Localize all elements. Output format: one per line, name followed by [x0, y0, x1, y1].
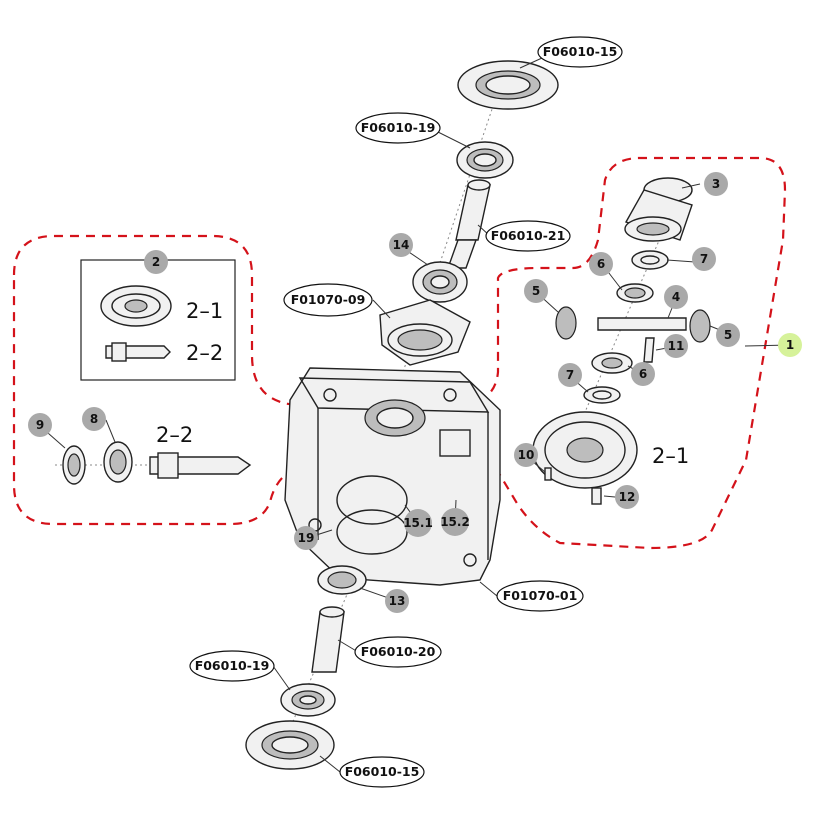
oval-label-f01070-01: F01070-01	[496, 580, 584, 612]
badge-4: 4	[664, 285, 688, 309]
inset-ring-gear	[100, 285, 172, 327]
badge-7-top: 7	[692, 247, 716, 271]
svg-text:5: 5	[532, 284, 540, 298]
side-gear-bottom	[591, 352, 633, 374]
bearing-13	[317, 565, 367, 595]
bearing-14	[412, 261, 468, 303]
svg-text:7: 7	[700, 252, 708, 266]
badge-15-1: 15.1	[403, 509, 433, 537]
badge-19: 19	[294, 526, 318, 550]
oval-label-f06010-15-top: F06010-15	[537, 36, 623, 68]
svg-text:10: 10	[518, 448, 535, 462]
badge-9: 9	[28, 413, 52, 437]
seal-top	[457, 60, 559, 110]
badge-8: 8	[82, 407, 106, 431]
badge-14: 14	[389, 233, 413, 257]
svg-text:F06010-19: F06010-19	[361, 120, 436, 135]
svg-text:9: 9	[36, 418, 44, 432]
bearing-8	[103, 441, 133, 483]
oval-label-f01070-09: F01070-09	[283, 283, 373, 317]
svg-text:F06010-20: F06010-20	[361, 644, 436, 659]
svg-text:15.2: 15.2	[440, 515, 470, 529]
badge-5-left: 5	[524, 279, 548, 303]
pinion-gear-left	[555, 306, 577, 340]
bolt-10	[544, 467, 552, 481]
badge-10: 10	[514, 443, 538, 467]
differential-case	[624, 177, 693, 242]
pinion-gear-right	[689, 309, 711, 343]
badge-11: 11	[664, 334, 688, 358]
gearbox-housing	[284, 367, 501, 586]
svg-text:7: 7	[566, 368, 574, 382]
seal-bottom	[245, 720, 335, 770]
bearing-top	[456, 141, 514, 179]
bearing-bottom	[280, 683, 336, 717]
badge-12: 12	[615, 485, 639, 509]
svg-text:11: 11	[668, 339, 685, 353]
input-shaft-top	[447, 179, 491, 269]
bolt-12	[591, 487, 602, 505]
ring-gear-right	[532, 411, 638, 489]
svg-text:19: 19	[298, 531, 315, 545]
bearing-9	[62, 445, 86, 485]
output-shaft-bottom	[311, 606, 345, 673]
svg-text:13: 13	[389, 594, 406, 608]
svg-text:F06010-15: F06010-15	[345, 764, 420, 779]
svg-text:F01070-09: F01070-09	[291, 292, 366, 307]
label-2-1-right: 2–1	[652, 444, 689, 468]
flange-cover	[379, 299, 471, 366]
svg-text:F01070-01: F01070-01	[503, 588, 578, 603]
badge-1: 1	[778, 333, 802, 357]
badge-5-right: 5	[716, 323, 740, 347]
label-2-1-inset: 2–1	[186, 299, 223, 323]
thrust-washer-bottom	[583, 386, 621, 404]
lock-pin-11	[643, 337, 655, 363]
pinion-shaft-left	[149, 452, 252, 479]
badge-2: 2	[144, 250, 168, 274]
svg-text:6: 6	[639, 367, 647, 381]
badge-6-bottom: 6	[631, 362, 655, 386]
spider-pin	[597, 317, 687, 331]
label-2-2-left: 2–2	[156, 423, 193, 447]
svg-text:3: 3	[712, 177, 720, 191]
group-outline-2	[12, 156, 787, 550]
inset-shaft	[105, 342, 171, 362]
svg-text:14: 14	[393, 238, 410, 252]
badge-7-bottom: 7	[558, 363, 582, 387]
badge-15-2: 15.2	[440, 508, 470, 536]
svg-text:12: 12	[619, 490, 636, 504]
badge-13: 13	[385, 589, 409, 613]
badge-6-top: 6	[589, 252, 613, 276]
svg-text:1: 1	[786, 338, 794, 352]
svg-text:6: 6	[597, 257, 605, 271]
label-2-2-inset: 2–2	[186, 341, 223, 365]
oval-label-f06010-21: F06010-21	[485, 220, 571, 252]
svg-text:8: 8	[90, 412, 98, 426]
badge-3: 3	[704, 172, 728, 196]
svg-text:2: 2	[152, 255, 160, 269]
oval-label-f06010-19-top: F06010-19	[355, 112, 441, 144]
oval-label-f06010-19-bottom: F06010-19	[189, 650, 275, 682]
oval-label-f06010-15-bottom: F06010-15	[339, 756, 425, 788]
svg-text:F06010-15: F06010-15	[543, 44, 618, 59]
svg-text:F06010-19: F06010-19	[195, 658, 270, 673]
side-gear-top	[616, 283, 654, 303]
svg-text:5: 5	[724, 328, 732, 342]
oval-label-f06010-20: F06010-20	[354, 636, 442, 668]
thrust-washer-top	[631, 250, 669, 270]
svg-text:F06010-21: F06010-21	[491, 228, 566, 243]
svg-text:4: 4	[672, 290, 680, 304]
svg-text:15.1: 15.1	[403, 516, 433, 530]
